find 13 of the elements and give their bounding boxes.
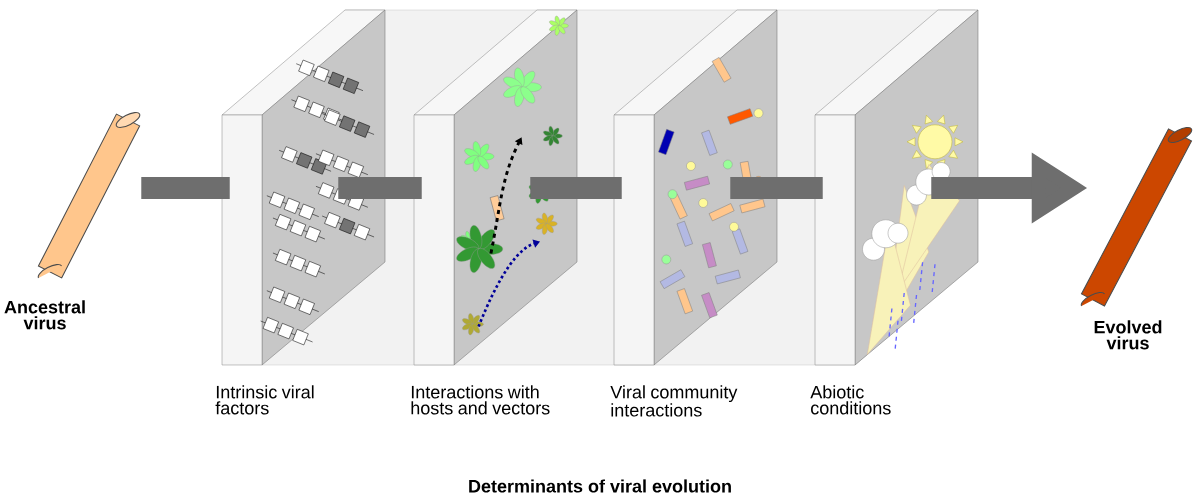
virus-drawing [37,112,141,279]
virus-label: Evolved virus [1094,320,1162,350]
panel-drawing [814,9,979,366]
panel-caption: Interactions with hosts and vectors [411,385,550,415]
panel-caption: Intrinsic viral factors [215,385,314,415]
panel-drawing [221,9,386,366]
panel-caption: Viral community interactions [610,385,738,417]
virus-drawing [1080,126,1193,307]
virus-label: Ancestral virus [4,300,85,330]
caption: Determinants of viral evolution [469,479,731,493]
panel-drawing [413,9,578,366]
panel-drawing [613,9,778,366]
panel-caption: Abiotic conditions [810,385,891,415]
